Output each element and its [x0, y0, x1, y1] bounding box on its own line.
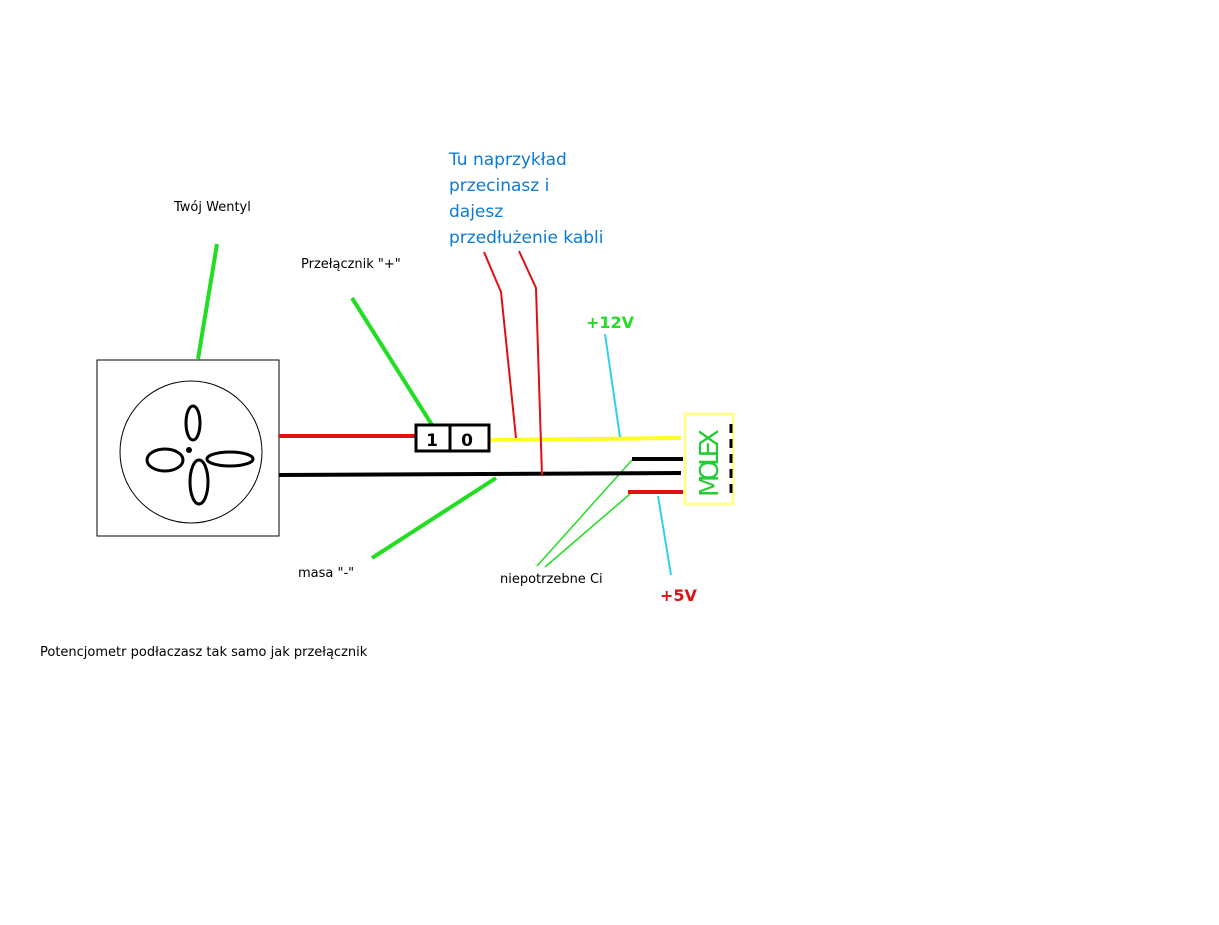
- fan-pointer: [196, 243, 219, 360]
- unneeded-pointer-1: [536, 459, 633, 567]
- yellow-wire: [489, 436, 682, 442]
- switch-label: Przełącznik "+": [301, 257, 401, 272]
- cut-note-line-3: dajesz: [449, 202, 503, 222]
- fan-label: Twój Wentyl: [173, 200, 251, 215]
- ground-pointer: [370, 476, 498, 560]
- fan: [96, 359, 280, 537]
- black-wire: [278, 471, 682, 477]
- switch: 1 0: [414, 423, 491, 453]
- unneeded-pointer-2: [544, 493, 631, 568]
- switch-pointer: [350, 296, 434, 427]
- molex-label: MOLEX: [695, 429, 725, 497]
- switch-off-label: 0: [461, 431, 473, 451]
- 5v-label: +5V: [660, 586, 698, 605]
- cut-line-1: [483, 251, 517, 439]
- ground-label: masa "-": [298, 566, 354, 581]
- unneeded-label: niepotrzebne Ci: [500, 572, 603, 587]
- cut-note-line-1: Tu naprzykład: [448, 150, 567, 170]
- potentiometer-note: Potencjometr podłaczasz tak samo jak prz…: [40, 645, 368, 660]
- molex-connector: MOLEX: [683, 412, 735, 506]
- switch-on-label: 1: [426, 431, 438, 451]
- cut-line-2: [518, 250, 543, 477]
- 12v-pointer: [604, 333, 621, 438]
- cut-note-line-2: przecinasz i: [449, 176, 549, 196]
- 12v-label: +12V: [586, 313, 635, 332]
- 5v-pointer: [657, 495, 672, 576]
- cut-note-line-4: przedłużenie kabli: [449, 228, 604, 248]
